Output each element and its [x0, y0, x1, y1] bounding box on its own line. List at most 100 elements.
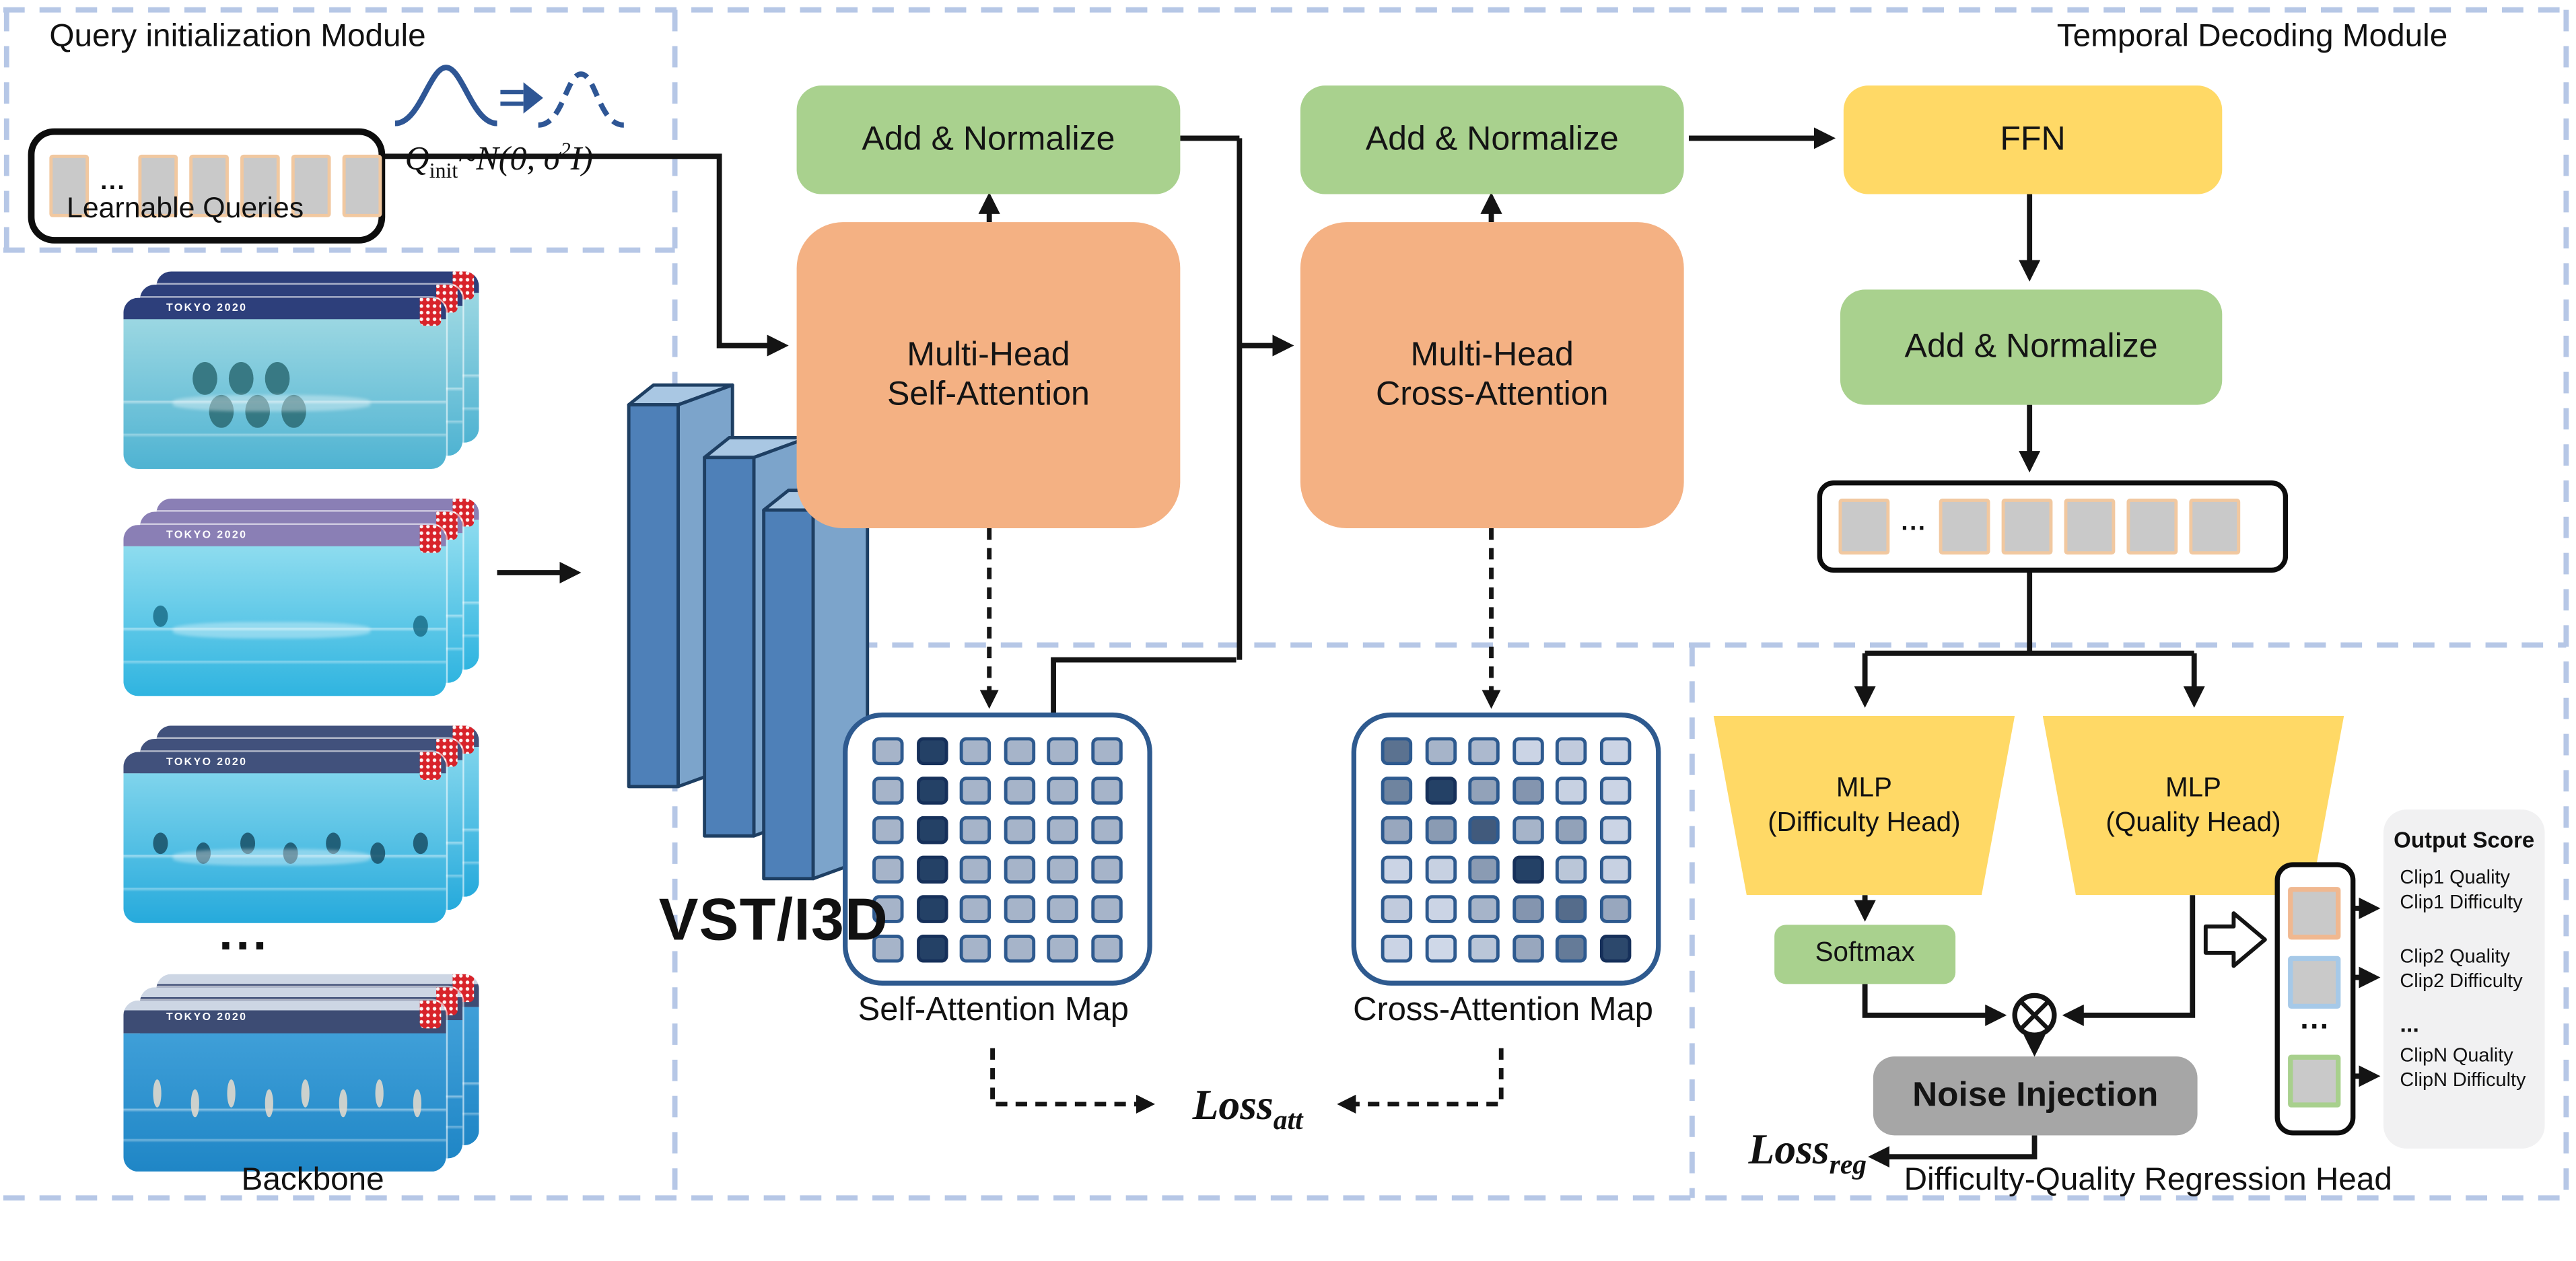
self-map-cell-r1c4	[1004, 736, 1035, 764]
lane-lines	[123, 1033, 446, 1172]
cross-map-cell-r1c6	[1599, 736, 1631, 764]
formula-sub: init	[429, 157, 458, 183]
cross-map-cell-r2c1	[1381, 776, 1413, 804]
water-splash	[172, 394, 371, 412]
gaussian-solid-icon	[394, 65, 498, 127]
clip1-feature	[2288, 887, 2341, 940]
loss-att-label: Lossatt	[1156, 1081, 1340, 1138]
self-map-cell-r5c2	[916, 894, 948, 923]
self-map-cell-r4c5	[1047, 855, 1079, 883]
self-map-cell-r4c3	[960, 855, 991, 883]
query-token	[2188, 498, 2240, 555]
self-map-cell-r2c3	[960, 776, 991, 804]
self-attention-map	[843, 712, 1152, 986]
swimmer-figure	[240, 832, 255, 855]
cross-map-cell-r5c2	[1425, 894, 1457, 923]
cross-map-cell-r1c2	[1425, 736, 1457, 764]
cross-map-cell-r2c2	[1425, 776, 1457, 804]
cross-map-cell-r6c2	[1425, 933, 1457, 962]
query-token	[290, 154, 330, 217]
output-score-line: Clip2 Difficulty	[2400, 968, 2523, 993]
self-map-cell-r3c6	[1090, 815, 1123, 844]
multiply-node	[2012, 993, 2057, 1038]
output-score-line: Clip2 Quality	[2400, 944, 2510, 968]
swimmer-figure	[245, 394, 271, 428]
difficulty-mlp-block: MLP (Difficulty Head)	[1713, 715, 2015, 896]
arrow-selfmap-to-lossatt	[990, 1048, 1156, 1114]
swimmer-figure	[209, 394, 234, 428]
query-token	[49, 154, 90, 217]
cross-map-cell-r2c3	[1468, 776, 1500, 804]
clip-frames-3-banner: TOKYO 2020	[123, 752, 446, 774]
block-arrow-to-clip-features	[2203, 911, 2267, 968]
module-boundaries	[3, 7, 2573, 1201]
cross-map-cell-r5c1	[1381, 894, 1413, 923]
self-map-cell-r3c2	[916, 815, 948, 844]
clip-frames-4-banner: TOKYO 2020	[123, 1000, 446, 1034]
loss-reg-label: Lossreg	[1708, 1126, 1867, 1182]
query-init-formula: Qinit~N(0, σ2I)	[405, 138, 593, 184]
clip-frames-2: TOKYO 2020	[123, 498, 479, 699]
self-attention-map-label: Self-Attention Map	[858, 992, 1129, 1029]
add-normalize-1: Add & Normalize	[796, 85, 1181, 194]
gaussian-icons	[394, 65, 625, 128]
clipN-feature	[2288, 1054, 2341, 1108]
cross-map-cell-r3c4	[1512, 815, 1544, 844]
swimmer-figure	[153, 832, 168, 855]
self-map-cell-r2c2	[916, 776, 948, 804]
mhca-line2: Cross-Attention	[1376, 375, 1609, 413]
query-token	[341, 154, 382, 217]
swimmer-figure	[413, 615, 428, 637]
arrow-softmax-to-multiply	[1862, 984, 2007, 1026]
self-map-cell-r6c6	[1090, 933, 1123, 962]
output-score-line: Clip1 Quality	[2400, 865, 2510, 889]
cross-map-cell-r2c6	[1599, 776, 1631, 804]
swimmer-figure	[265, 361, 290, 395]
tokyo-2020-label: TOKYO 2020	[166, 302, 248, 315]
water-splash	[172, 622, 371, 639]
query-token	[137, 154, 177, 217]
query-token	[239, 154, 279, 217]
quality-mlp-subtitle: (Quality Head)	[2105, 807, 2281, 837]
cross-map-cell-r4c5	[1556, 855, 1587, 883]
mhsa-line1: Multi-Head	[907, 335, 1070, 373]
broadcaster-badge-icon	[419, 1000, 442, 1029]
clip-frames-1-banner: TOKYO 2020	[123, 297, 446, 320]
cross-map-cell-r5c4	[1512, 894, 1544, 923]
query-token	[188, 154, 228, 217]
formula-end: I)	[570, 141, 593, 178]
clip-frames-4-water	[123, 1033, 446, 1172]
swimmer-figure	[196, 842, 211, 864]
strip-ellipsis: ...	[2300, 1002, 2330, 1036]
swimmer-figure	[413, 832, 428, 855]
swimmer-figure	[302, 1079, 310, 1108]
implies-arrow-icon	[500, 89, 524, 106]
self-map-cell-r6c5	[1047, 933, 1079, 962]
tokyo-2020-label: TOKYO 2020	[166, 530, 248, 542]
self-map-cell-r4c1	[872, 855, 905, 883]
self-map-cell-r1c3	[960, 736, 991, 764]
decoded-tokens-box: ...	[1817, 480, 2289, 573]
cross-map-cell-r2c5	[1556, 776, 1587, 804]
cross-attention-map-label: Cross-Attention Map	[1353, 992, 1653, 1029]
cross-map-cell-r5c6	[1599, 894, 1631, 923]
query-token	[2126, 498, 2178, 555]
cross-map-cell-r3c6	[1599, 815, 1631, 844]
broadcaster-badge-icon	[419, 297, 442, 326]
swimmer-figure	[376, 1079, 384, 1108]
loss-reg-sub: reg	[1829, 1149, 1867, 1180]
swimmer-figure	[283, 842, 298, 864]
clip-frames-1-layer1: TOKYO 2020	[123, 297, 446, 469]
self-map-cell-r2c5	[1047, 776, 1079, 804]
self-map-cell-r6c3	[960, 933, 991, 962]
formula-sup: 2	[560, 138, 571, 161]
tokyo-2020-label: TOKYO 2020	[166, 1011, 248, 1023]
swimmer-figure	[190, 1089, 199, 1118]
backbone-title: Backbone	[241, 1161, 384, 1198]
self-map-cell-r5c5	[1047, 894, 1079, 923]
flow-lines	[344, 127, 2381, 1168]
self-map-cell-r3c3	[960, 815, 991, 844]
broadcaster-badge-icon	[419, 752, 442, 781]
